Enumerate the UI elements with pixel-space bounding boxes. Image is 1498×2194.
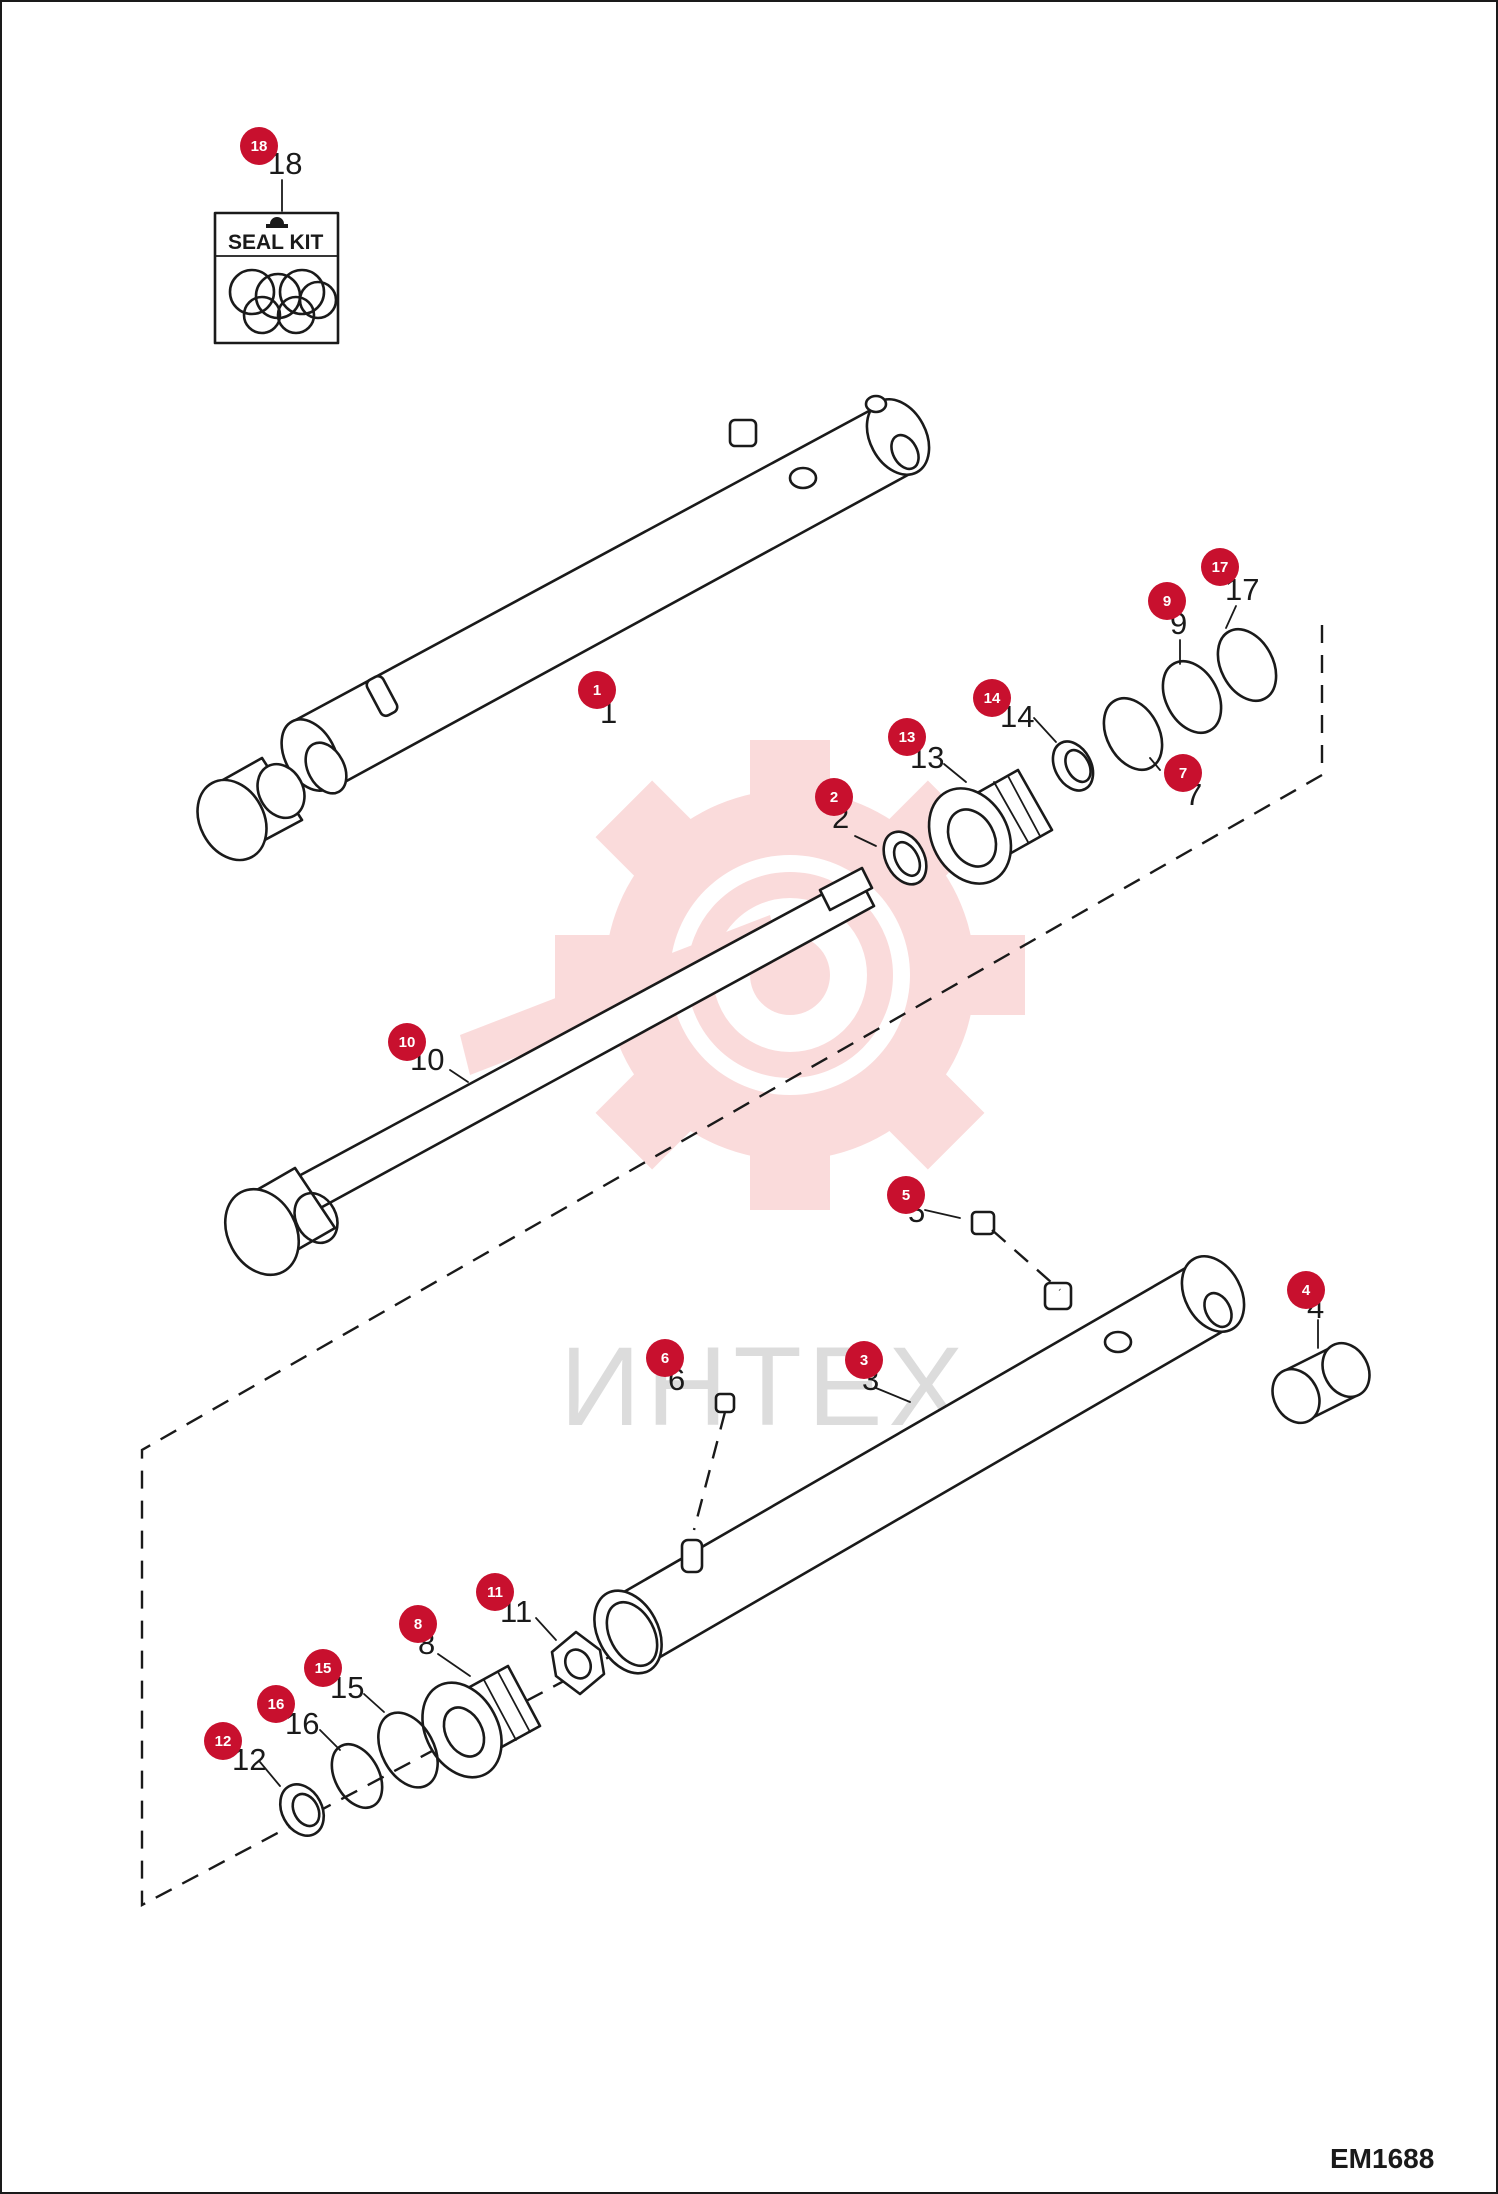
svg-text:9: 9 (1163, 593, 1171, 610)
badge-10[interactable]: 10 (388, 1023, 426, 1061)
svg-text:1: 1 (593, 682, 601, 699)
svg-text:7: 7 (1179, 765, 1187, 782)
badge-15[interactable]: 15 (304, 1649, 342, 1687)
seal-kit-label: SEAL KIT (228, 231, 323, 254)
svg-text:5: 5 (902, 1187, 910, 1204)
piston-part-8 (421, 1664, 542, 1779)
badge-9[interactable]: 9 (1148, 582, 1186, 620)
cylinder-assembly-part-1 (196, 394, 931, 862)
badge-12[interactable]: 12 (204, 1722, 242, 1760)
badge-4[interactable]: 4 (1287, 1271, 1325, 1309)
badge-11[interactable]: 11 (476, 1573, 514, 1611)
ring-part-12 (278, 1783, 326, 1837)
ring-part-16 (330, 1742, 384, 1810)
svg-text:6: 6 (661, 1350, 669, 1367)
svg-text:2: 2 (830, 789, 838, 806)
badge-17[interactable]: 17 (1201, 548, 1239, 586)
ring-part-15 (377, 1711, 439, 1789)
badge-3[interactable]: 3 (845, 1341, 883, 1379)
svg-text:16: 16 (268, 1696, 285, 1713)
bushing-part-4 (1271, 1341, 1371, 1425)
badge-8[interactable]: 8 (399, 1605, 437, 1643)
barrel-part-3 (593, 1255, 1246, 1675)
svg-text:13: 13 (899, 729, 916, 746)
o-ring-part-17 (1216, 627, 1278, 703)
badge-18[interactable]: 18 (240, 127, 278, 165)
svg-text:12: 12 (215, 1733, 232, 1750)
leader-lines (259, 179, 1319, 1787)
svg-text:10: 10 (399, 1034, 416, 1051)
svg-text:3: 3 (860, 1352, 868, 1369)
rod-seal-part-2 (882, 830, 928, 886)
badge-13[interactable]: 13 (888, 718, 926, 756)
callout-badges[interactable]: 18 1 17 9 14 13 7 2 10 5 4 6 3 11 8 15 1… (204, 127, 1325, 1760)
gland-part-13 (927, 768, 1054, 885)
badge-7[interactable]: 7 (1164, 754, 1202, 792)
drawing-code: EM1688 (1330, 2143, 1434, 2174)
badge-1[interactable]: 1 (578, 671, 616, 709)
badge-2[interactable]: 2 (815, 778, 853, 816)
badge-14[interactable]: 14 (973, 679, 1011, 717)
fitting-part-6 (692, 1392, 736, 1531)
piston-rod-part-10 (223, 866, 876, 1277)
badge-5[interactable]: 5 (887, 1176, 925, 1214)
svg-text:17: 17 (1212, 559, 1229, 576)
badge-16[interactable]: 16 (257, 1685, 295, 1723)
fitting-part-5 (970, 1210, 1061, 1291)
svg-text:4: 4 (1302, 1282, 1311, 1299)
seal-kit-icon (213, 211, 340, 345)
svg-text:18: 18 (251, 138, 268, 155)
badge-6[interactable]: 6 (646, 1339, 684, 1377)
watermark-text: ИНТЕХ (560, 1324, 969, 1449)
o-ring-part-7 (1102, 696, 1164, 772)
o-ring-part-9 (1161, 659, 1223, 735)
svg-text:8: 8 (414, 1616, 422, 1633)
svg-text:14: 14 (984, 690, 1001, 707)
svg-text:15: 15 (315, 1660, 332, 1677)
svg-text:11: 11 (487, 1584, 503, 1601)
nut-part-11 (550, 1630, 606, 1696)
wiper-ring-part-14 (1051, 740, 1095, 792)
